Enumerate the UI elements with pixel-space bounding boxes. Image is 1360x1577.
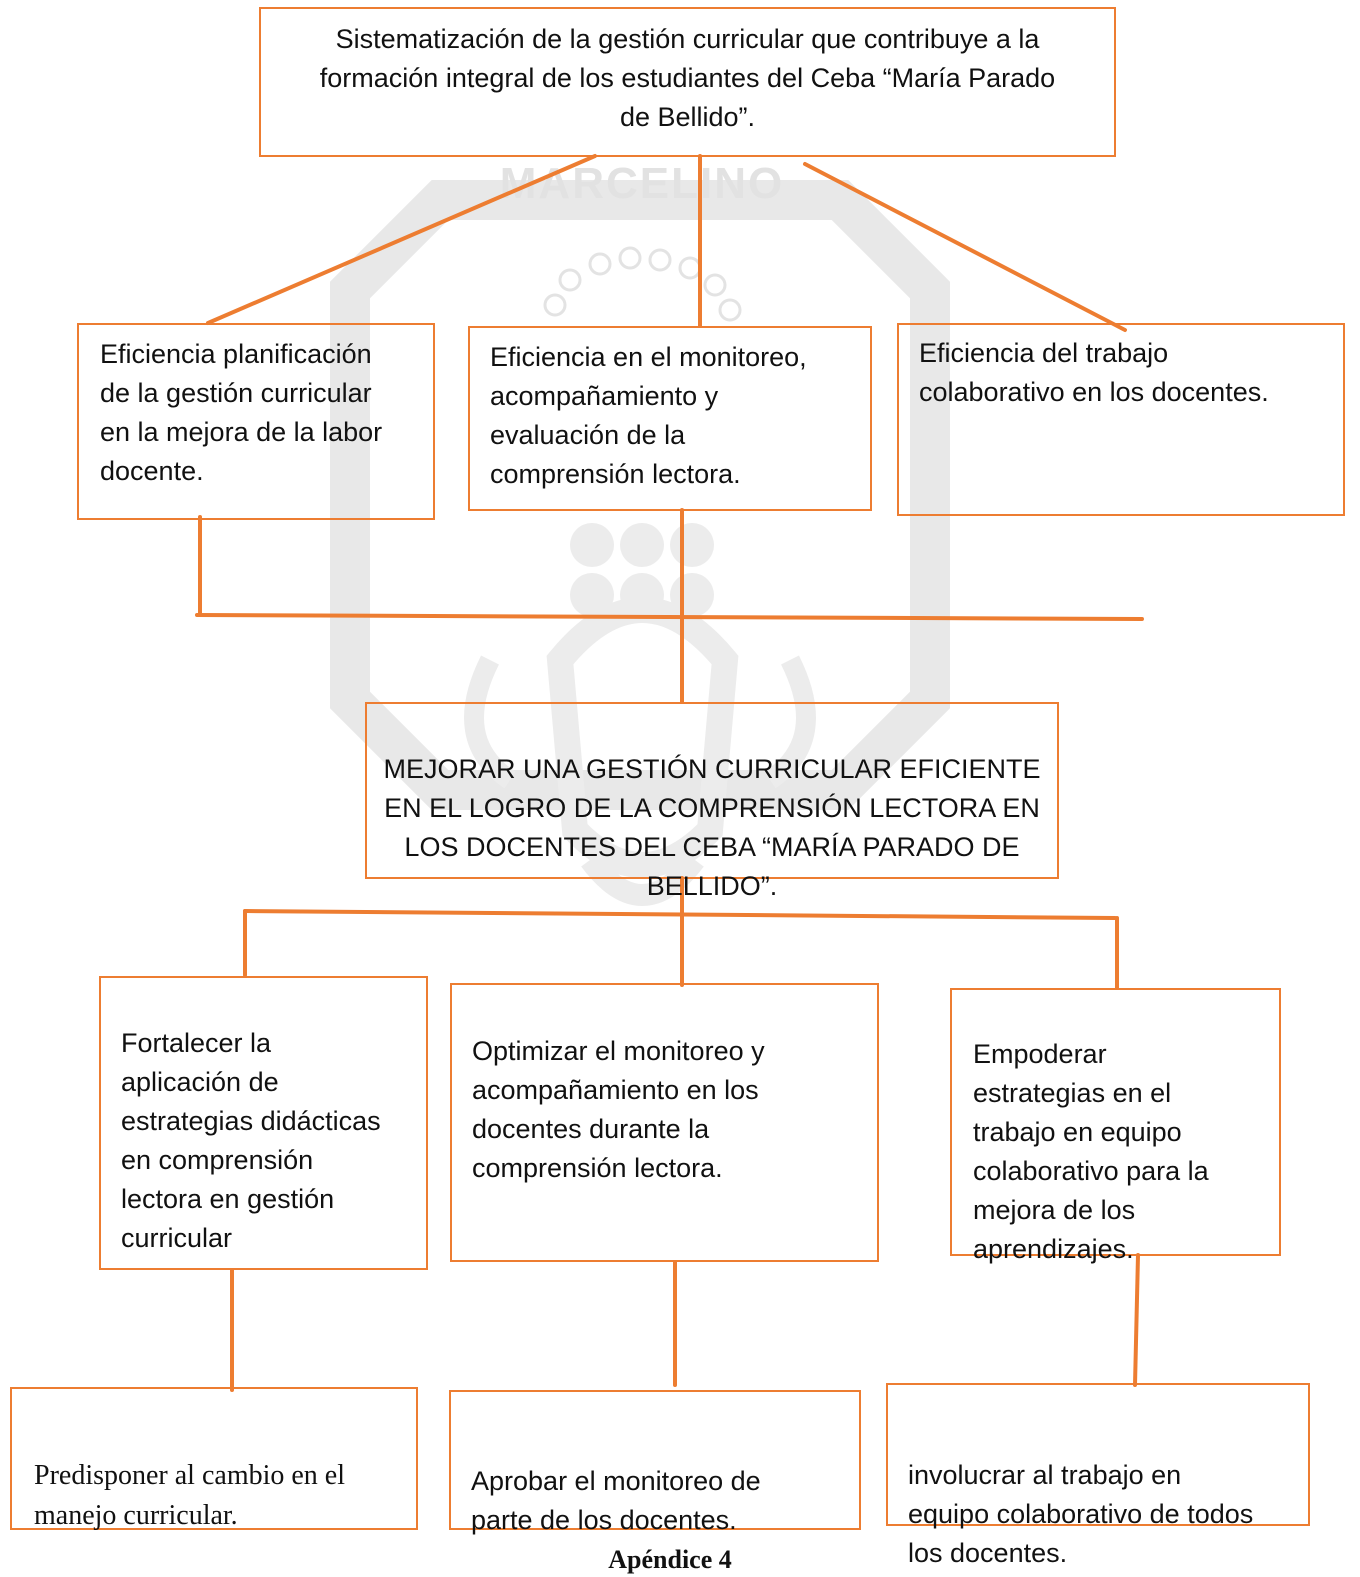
action-box-involucrar	[886, 1383, 1310, 1526]
objective-text-empoderar: Empoderar estrategias en el trabajo en e…	[973, 1039, 1209, 1264]
objective-box-estrategias	[99, 976, 428, 1270]
connector-horizontal-bus-1	[195, 613, 1144, 621]
cause-box-planificacion	[77, 323, 435, 520]
connector-top-left	[206, 154, 597, 325]
action-text-involucrar: involucrar al trabajo en equipo colabora…	[908, 1460, 1254, 1568]
watermark-text: MARCELINO	[500, 159, 784, 208]
objective-text-monitoreo: Optimizar el monitoreo y acompañamiento …	[472, 1036, 765, 1183]
cause-box-monitoreo	[468, 326, 872, 511]
cause-text-monitoreo: Eficiencia en el monitoreo, acompañamien…	[490, 342, 807, 489]
center-box	[365, 702, 1059, 879]
connector-l4-right-down	[1133, 1253, 1140, 1387]
action-box-predisponer	[10, 1387, 418, 1530]
cause-box-colaborativo	[897, 323, 1345, 516]
top-box	[259, 7, 1116, 157]
action-box-aprobar	[449, 1390, 861, 1530]
appendix-caption: Apéndice 4	[608, 1545, 732, 1574]
objective-box-empoderar	[950, 988, 1281, 1256]
center-box-text: MEJORAR UNA GESTIÓN CURRICULAR EFICIENTE…	[383, 754, 1041, 901]
connector-horizontal-bus-2	[243, 909, 1117, 920]
top-box-text: Sistematización de la gestión curricular…	[319, 24, 1056, 132]
action-text-aprobar: Aprobar el monitoreo de parte de los doc…	[471, 1466, 761, 1535]
objective-text-estrategias: Fortalecer la aplicación de estrategias …	[121, 1028, 381, 1253]
connector-top-right	[803, 162, 1127, 332]
action-text-predisponer: Predisponer al cambio en el manejo curri…	[34, 1460, 346, 1531]
objective-box-monitoreo	[450, 983, 879, 1262]
cause-text-planificacion: Eficiencia planificación de la gestión c…	[100, 339, 383, 486]
cause-text-colaborativo: Eficiencia del trabajo colaborativo en l…	[919, 338, 1269, 407]
